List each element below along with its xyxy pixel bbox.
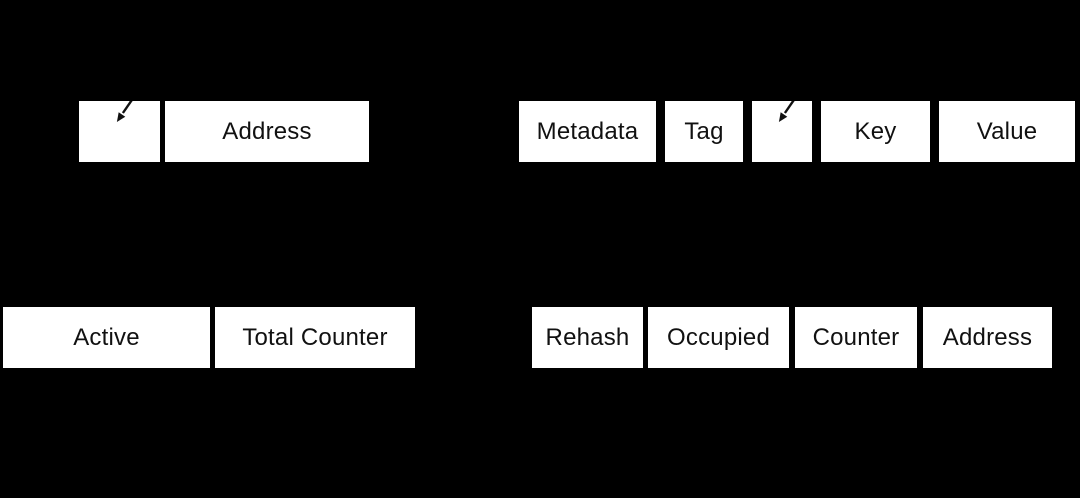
cell-label: Address bbox=[942, 323, 1033, 351]
down-left-arrow-icon bbox=[778, 101, 795, 122]
cell-label: Total Counter bbox=[242, 323, 388, 351]
top-right-metadata-cell: Metadata bbox=[519, 101, 656, 162]
cell-label: Value bbox=[976, 117, 1038, 145]
cell-label: Key bbox=[854, 117, 897, 145]
down-left-arrow-icon bbox=[116, 101, 133, 122]
cell-label: Tag bbox=[684, 117, 724, 145]
cell-label: Rehash bbox=[545, 323, 630, 351]
top-right-key-cell: Key bbox=[821, 101, 930, 162]
bottom-right-rehash-cell: Rehash bbox=[532, 307, 643, 368]
bottom-right-address-cell: Address bbox=[923, 307, 1052, 368]
bottom-right-occupied-cell: Occupied bbox=[648, 307, 789, 368]
cell-label: Counter bbox=[812, 323, 900, 351]
bottom-left-total-counter-cell: Total Counter bbox=[215, 307, 415, 368]
top-right-pointer-slot-cell bbox=[752, 101, 812, 162]
cell-label: Active bbox=[73, 323, 140, 351]
top-right-tag-cell: Tag bbox=[665, 101, 743, 162]
bottom-right-counter-cell: Counter bbox=[795, 307, 917, 368]
top-left-address-cell: Address bbox=[165, 101, 369, 162]
top-right-value-cell: Value bbox=[939, 101, 1075, 162]
cell-label: Metadata bbox=[536, 117, 639, 145]
bottom-left-active-cell: Active bbox=[3, 307, 210, 368]
cell-label: Address bbox=[222, 117, 312, 145]
cell-label: Occupied bbox=[667, 323, 770, 351]
top-left-pointer-slot-cell bbox=[79, 101, 160, 162]
